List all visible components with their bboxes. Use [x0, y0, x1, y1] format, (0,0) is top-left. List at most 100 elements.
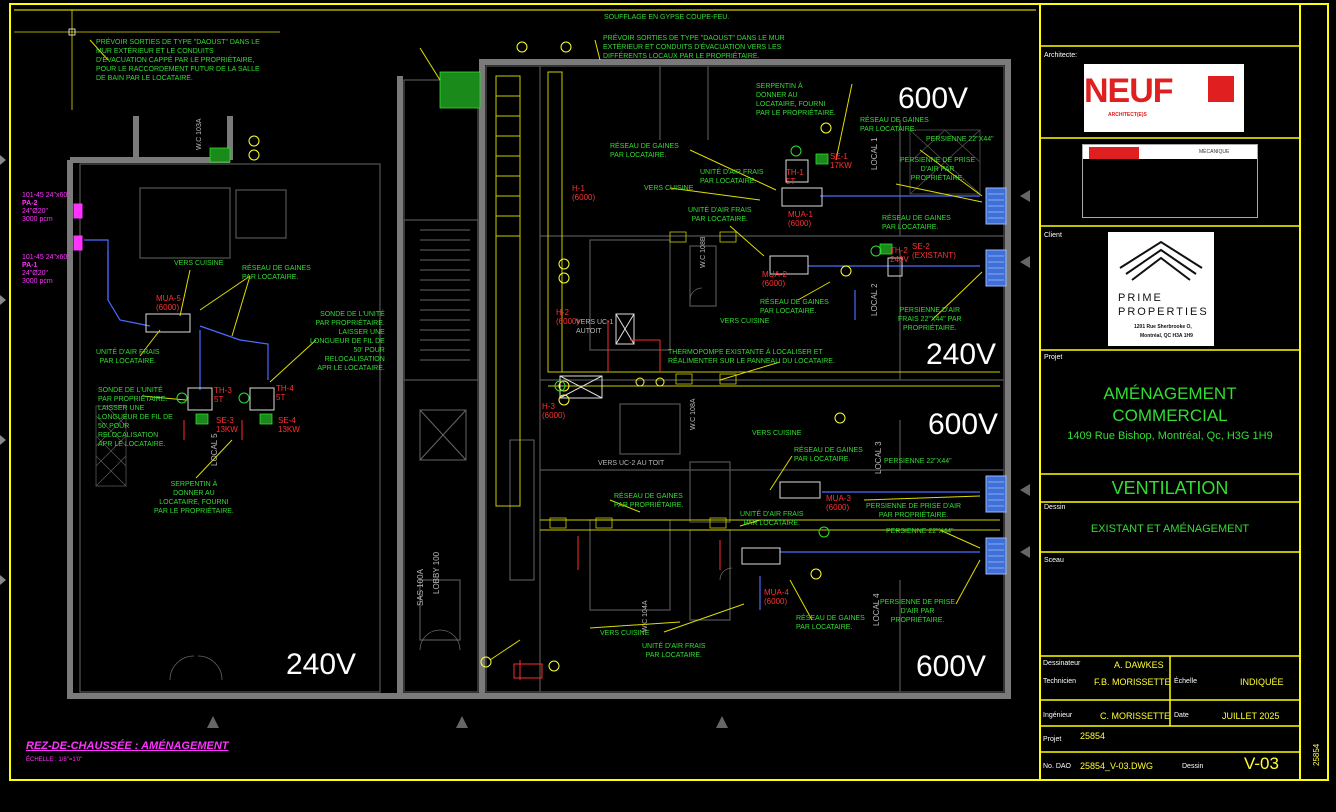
client-address2: Montréal, QC H3A 1H9 [1140, 333, 1193, 339]
room-label-local-1: LOCAL 1 [870, 137, 879, 170]
architect-logo-sub: ARCHITECT(E)S [1108, 112, 1147, 118]
room-label-wc-108b: W.C 108B [700, 236, 707, 268]
note-top-center: PRÉVOIR SORTIES DE TYPE "DAOUST" DANS LE… [603, 35, 785, 60]
sheet-frame [9, 3, 1329, 781]
note-vers-cuisine-a: VERS CUISINE [644, 185, 694, 192]
voltage-label-top-right: 600V [898, 82, 969, 115]
technician-label: Technicien [1043, 678, 1077, 685]
note-persienne-3: PERSIENNE 22"X44" [884, 458, 952, 465]
voltage-label-mid-600: 600V [928, 408, 999, 441]
stairs [403, 219, 535, 581]
room-label-lobby: LOBBY 100 [432, 551, 441, 594]
equipment-boxes [145, 159, 903, 565]
architect-logo-text: NEUF [1084, 72, 1174, 110]
drafter-value: A. DAWKES [1114, 660, 1164, 670]
electric-heaters [195, 71, 893, 425]
note-vers-cuisine-c: VERS CUISINE [752, 430, 802, 437]
room-label-local-3: LOCAL 3 [874, 441, 883, 474]
project-title-2: COMMERCIAL [1112, 406, 1228, 425]
date-value: JUILLET 2025 [1222, 711, 1280, 721]
project-no-value: 25854 [1080, 731, 1106, 741]
sheet-label: Dessin [1182, 763, 1204, 770]
project-address: 1409 Rue Bishop, Montréal, Qc, H3G 1H9 [1067, 430, 1273, 442]
room-label-wc-103a: W.C 103A [196, 118, 203, 150]
building-walls [67, 59, 1011, 699]
note-vers-cuisine-b: VERS CUISINE [720, 318, 770, 325]
date-label: Date [1174, 712, 1189, 719]
main-duct [495, 71, 1000, 531]
equipment-tag-h3: H-3(6000) [542, 402, 566, 420]
note-persienne-4: PERSIENNE 22"X44" [886, 528, 954, 535]
discipline-title: VENTILATION [1111, 478, 1229, 498]
equipment-tag-mua4: MUA-4(6000) [764, 588, 789, 606]
plan-scale-note: ÉCHELLE : 1/8"=1'0" [26, 757, 83, 763]
seal-label: Sceau [1044, 557, 1064, 564]
architect-logo-mark [1208, 76, 1234, 102]
technician-value: F.B. MORISSETTE [1094, 677, 1171, 687]
dao-value: 25854_V-03.DWG [1080, 761, 1154, 771]
voltage-label-bottom-left: 240V [286, 648, 357, 681]
note-vers-cuisine-e: VERS CUISINE [174, 260, 224, 267]
client-label: Client [1044, 232, 1062, 239]
project-no-label: Projet [1043, 736, 1062, 743]
architect-logo: NEUF ARCHITECT(E)S [1084, 64, 1244, 132]
equipment-tag-mua3: MUA-3(6000) [826, 494, 851, 512]
engineer-label: Ingénieur [1043, 712, 1073, 719]
client-logo: PRIME PROPERTIES 1201 Rue Sherbrooke O, … [1108, 232, 1214, 346]
engineer-logo-text: MÉCANIQUE [1199, 149, 1230, 155]
equipment-tag-mua1: MUA-1(6000) [788, 210, 813, 228]
client-name-line1: PRIME [1118, 292, 1163, 304]
drawing-title: EXISTANT ET AMÉNAGEMENT [1090, 523, 1250, 535]
drawing-label: Dessin [1044, 504, 1066, 511]
equipment-tag-mua5: MUA-5(6000) [156, 294, 181, 312]
client-logo-roof-icon [1119, 240, 1203, 281]
room-label-sas: SAS 100A [416, 569, 425, 606]
room-label-local-4: LOCAL 4 [872, 593, 881, 626]
sheet-number: V-03 [1244, 754, 1279, 773]
note-persienne-1: PERSIENNE 22"X44" [926, 136, 994, 143]
client-name-line2: PROPERTIES [1118, 306, 1209, 318]
drafter-label: Dessinateur [1043, 660, 1081, 667]
equipment-tag-mua2: MUA-2(6000) [762, 270, 787, 288]
side-project-number: 25854 [1312, 743, 1321, 766]
client-address1: 1201 Rue Sherbrooke O, [1134, 324, 1192, 330]
equipment-tag-se2: SE-2(EXISTANT) [912, 242, 956, 260]
plan-title: REZ-DE-CHAUSSÉE : AMÉNAGEMENT [26, 740, 229, 752]
project-label: Projet [1044, 354, 1063, 361]
room-label-local-5: LOCAL 5 [210, 433, 219, 466]
voltage-label-mid-240: 240V [926, 338, 997, 371]
engineer-value: C. MORISSETTE [1100, 711, 1171, 721]
note-soufflage: SOUFFLAGE EN GYPSE COUPE-FEU. [604, 14, 730, 21]
detail-callouts [248, 41, 852, 672]
equipment-tag-h2: H-2(6000) [556, 308, 580, 326]
exhaust-lines [183, 320, 721, 680]
leader-lines [89, 39, 983, 661]
